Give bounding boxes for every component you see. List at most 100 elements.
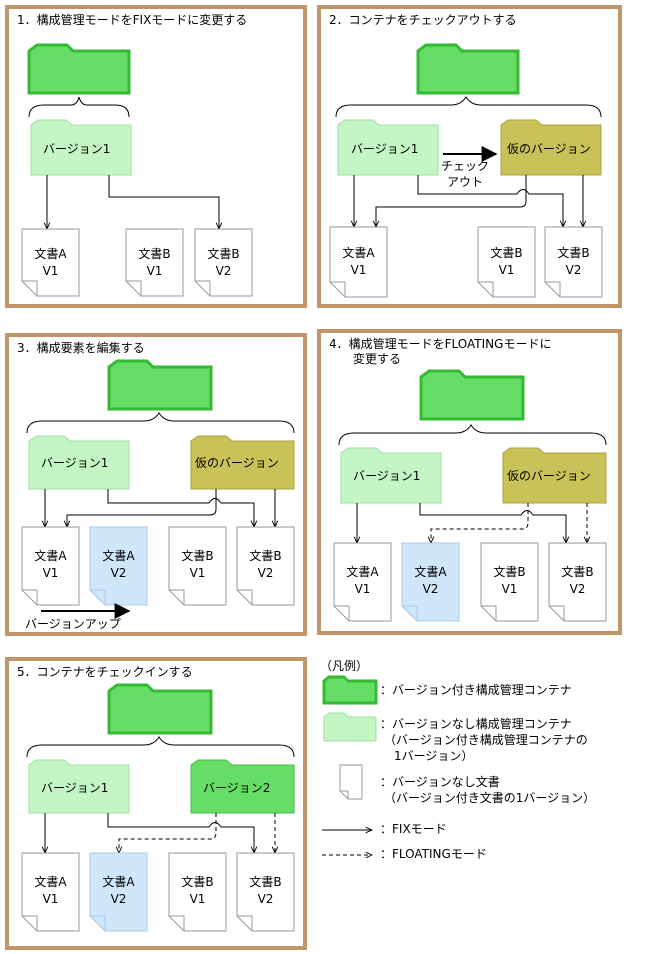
version-label: V1	[501, 582, 518, 596]
version1-container-icon	[337, 119, 439, 176]
doc-b-v1-icon	[480, 542, 539, 622]
version1-container-icon	[28, 759, 130, 814]
legend-unversioned-container-note: （バージョン付き構成管理コンテナの	[384, 733, 588, 747]
legend-unversioned-container-note: 1バージョン）	[394, 749, 474, 763]
legend-versioned-container: ：バージョン付き構成管理コンテナ	[380, 683, 572, 697]
version-label: V1	[189, 566, 206, 580]
panel-1-title: 1．構成管理モードをFIXモードに変更する	[17, 13, 248, 27]
version-label: V1	[189, 892, 206, 906]
legend-title: （凡例）	[320, 659, 369, 673]
doc-label: 文書B	[493, 565, 526, 579]
brace	[28, 96, 130, 118]
doc-b-v2-icon	[194, 228, 253, 297]
doc-label: 文書B	[138, 247, 171, 261]
legend-unversioned-doc-note: （バージョン付き文書の1バージョン）	[384, 791, 596, 805]
panel-5: 5．コンテナをチェックインする バージョン1 バージョン2 文書A V1 文書A…	[5, 657, 307, 950]
legend-icons	[322, 675, 378, 945]
legend-unversioned-container: ：バージョンなし構成管理コンテナ	[380, 717, 572, 731]
panel-4-title-line2: 変更する	[353, 352, 402, 366]
container-label: バージョン2	[203, 781, 271, 795]
doc-a-v2-icon	[89, 852, 148, 932]
checkout-label: アウト	[447, 175, 484, 189]
doc-label: 文書A	[34, 247, 67, 261]
doc-label: 文書A	[342, 246, 375, 260]
versioned-container-icon	[27, 43, 131, 95]
legend-unversioned-doc: ：バージョンなし文書	[380, 775, 500, 789]
container-label: バージョン1	[353, 469, 421, 483]
panel-4: 4．構成管理モードをFLOATINGモードに 変更する バージョン1 仮のバージ…	[317, 329, 622, 635]
version-label: V2	[422, 582, 439, 596]
doc-label: 文書B	[181, 549, 214, 563]
versioned-container-icon	[322, 675, 378, 705]
doc-label: 文書A	[414, 565, 447, 579]
versioned-container-icon	[107, 683, 213, 735]
brace	[26, 412, 295, 434]
doc-a-v1-icon	[329, 226, 388, 298]
doc-a-v1-icon	[21, 526, 80, 606]
panel-3-diagram	[21, 359, 295, 619]
container-label: バージョン1	[43, 142, 111, 156]
panel-2: 2．コンテナをチェックアウトする バージョン1 仮のバージョン チェック アウト…	[317, 5, 622, 308]
version-label: V2	[569, 582, 586, 596]
container-label: バージョン1	[41, 456, 109, 470]
doc-label: 文書A	[34, 549, 67, 563]
doc-label: 文書A	[102, 875, 135, 889]
doc-a-v1-icon	[21, 852, 80, 932]
panel-5-diagram	[21, 683, 295, 932]
doc-label: 文書A	[102, 549, 135, 563]
version-label: V1	[42, 566, 59, 580]
container-label: バージョン1	[351, 142, 419, 156]
doc-a-v1-icon	[333, 542, 392, 622]
version-label: V2	[257, 892, 274, 906]
panel-2-diagram	[329, 43, 603, 298]
checkout-label: チェック	[441, 159, 490, 173]
version-label: V2	[110, 892, 127, 906]
doc-b-v2-icon	[236, 852, 295, 932]
doc-b-v2-icon	[548, 542, 607, 622]
brace	[26, 736, 295, 758]
version1-container-icon	[340, 447, 442, 504]
tentative-container-icon	[502, 447, 607, 504]
version1-container-icon	[28, 435, 130, 490]
container-label: 仮のバージョン	[507, 469, 591, 483]
version-label: V1	[350, 263, 367, 277]
doc-label: 文書B	[561, 565, 594, 579]
versioned-container-icon	[416, 43, 520, 95]
container-label: 仮のバージョン	[507, 142, 591, 156]
doc-label: 文書B	[490, 246, 523, 260]
doc-b-v1-icon	[125, 228, 184, 297]
panel-1: 1．構成管理モードをFIXモードに変更する バージョン1 文書A V1 文書B …	[5, 5, 307, 308]
doc-b-v2-icon	[544, 226, 603, 298]
doc-a-v2-icon	[401, 542, 460, 622]
version-label: V1	[146, 264, 163, 278]
version2-container-icon	[190, 759, 295, 814]
version-up-label: バージョンアップ	[25, 617, 121, 631]
panel-1-diagram	[21, 43, 253, 297]
doc-b-v1-icon	[168, 852, 227, 932]
panel-4-title: 4．構成管理モードをFLOATINGモードに	[329, 337, 552, 351]
version-label: V1	[354, 582, 371, 596]
doc-label: 文書A	[34, 875, 67, 889]
doc-b-v1-icon	[168, 526, 227, 606]
version-label: V1	[42, 264, 59, 278]
legend-fix-mode: ：FIXモード	[380, 822, 447, 836]
version-label: V1	[42, 892, 59, 906]
brace	[338, 424, 607, 446]
brace	[335, 96, 602, 118]
version-label: V1	[498, 263, 515, 277]
doc-b-v1-icon	[477, 226, 536, 298]
panel-3-title: 3．構成要素を編集する	[17, 341, 145, 355]
doc-label: 文書A	[346, 565, 379, 579]
doc-label: 文書B	[249, 549, 282, 563]
unversioned-doc-icon	[339, 764, 363, 800]
version1-container-icon	[30, 119, 132, 176]
panel-5-title: 5．コンテナをチェックインする	[17, 665, 193, 679]
panel-2-title: 2．コンテナをチェックアウトする	[329, 13, 517, 27]
unversioned-container-icon	[323, 712, 377, 742]
version-label: V2	[110, 566, 127, 580]
legend: （凡例） ：バージョン付き構成管理コンテナ ：バージョンなし構成管理コンテナ （…	[318, 655, 638, 945]
versioned-container-icon	[107, 359, 213, 411]
panel-4-diagram	[333, 369, 607, 622]
container-label: 仮のバージョン	[195, 456, 279, 470]
versioned-container-icon	[419, 369, 525, 421]
